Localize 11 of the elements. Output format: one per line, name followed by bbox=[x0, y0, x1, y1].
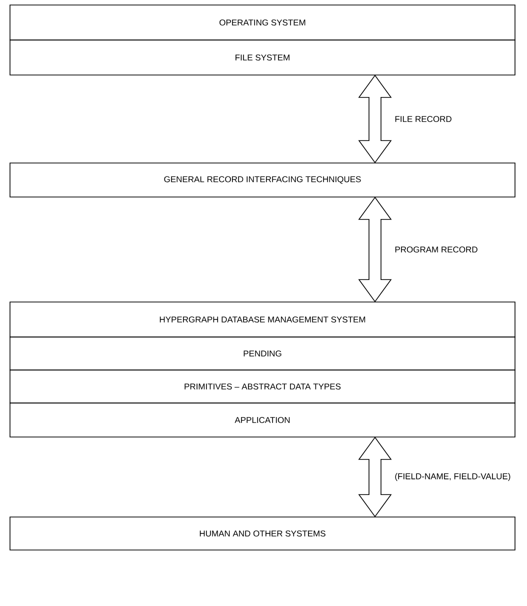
layer-box: APPLICATION bbox=[10, 402, 516, 438]
layer-box: FILE SYSTEM bbox=[10, 40, 516, 76]
layer-box: PRIMITIVES – ABSTRACT DATA TYPES bbox=[10, 370, 516, 404]
layer-box: HYPERGRAPH DATABASE MANAGEMENT SYSTEM bbox=[10, 302, 516, 338]
edge-label: PROGRAM RECORD bbox=[395, 246, 478, 252]
edge-label: (FIELD-NAME, FIELD-VALUE) bbox=[395, 473, 510, 481]
layer-box: GENERAL RECORD INTERFACING TECHNIQUES bbox=[10, 162, 516, 198]
edge-label: FILE RECORD bbox=[395, 116, 452, 122]
layer-box: OPERATING SYSTEM bbox=[10, 4, 516, 40]
layer-box: PENDING bbox=[10, 336, 516, 370]
layer-box: HUMAN AND OTHER SYSTEMS bbox=[10, 516, 516, 550]
